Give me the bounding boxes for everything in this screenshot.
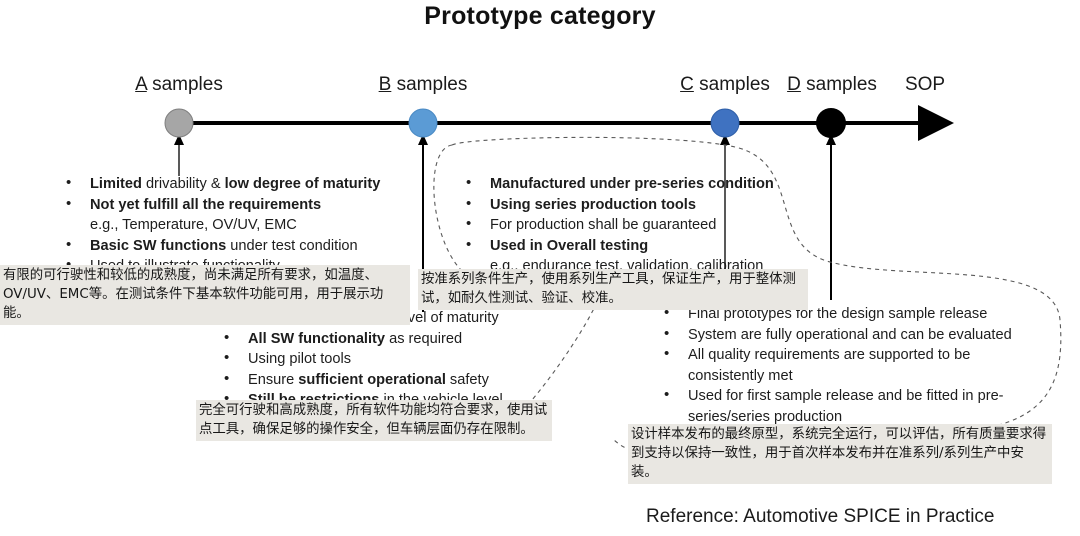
- connector-b-arrow: [418, 134, 428, 145]
- bullet-item: e.g., Temperature, OV/UV, EMC: [62, 215, 432, 236]
- milestone-text-a: samples: [146, 74, 223, 95]
- connector-c-arrow: [720, 134, 730, 145]
- bullet-item: Used in Overall testing: [462, 235, 782, 257]
- bullet-text: Using pilot tools: [248, 351, 352, 368]
- milestone-text-d: samples: [800, 74, 877, 95]
- bullet-item: Used for first sample release and be fit…: [660, 385, 1040, 427]
- bullet-text-strong: Not yet fulfill all the requirements: [90, 196, 322, 213]
- bullet-item: Final prototypes for the design sample r…: [660, 303, 1040, 325]
- bullet-text: System are fully operational and can be …: [688, 326, 1012, 343]
- bullet-list-c: Manufactured under pre-series conditionU…: [462, 173, 782, 277]
- bullet-text-strong: Manufactured under pre-series condition: [490, 176, 774, 192]
- bullet-text-strong: Limited: [90, 176, 142, 192]
- bullet-text: safety: [445, 371, 489, 388]
- translation-b-samples: 完全可行驶和高成熟度，所有软件功能均符合要求，使用试点工具，确保足够的操作安全，…: [196, 400, 552, 441]
- bullet-block-a-samples: Limited drivability & low degree of matu…: [62, 173, 432, 277]
- bullet-text-strong: All SW functionality: [248, 330, 386, 347]
- bullet-text: Used for first sample release and be fit…: [688, 388, 1004, 425]
- milestone-key-d: D: [787, 74, 801, 95]
- bullet-text: For production shall be guaranteed: [490, 217, 717, 234]
- bullet-text: Ensure: [248, 371, 299, 388]
- reference-note: Reference: Automotive SPICE in Practice: [646, 506, 995, 527]
- translation-a-samples: 有限的可行驶性和较低的成熟度，尚未满足所有要求，如温度、OV/UV、EMC等。在…: [0, 265, 410, 325]
- translation-c-samples: 按准系列条件生产，使用系列生产工具，保证生产，用于整体测试，如耐久性测试、验证、…: [418, 269, 808, 310]
- bullet-text-strong: Basic SW functions: [90, 237, 227, 254]
- milestone-key-b: B: [378, 74, 392, 95]
- bullet-item: System are fully operational and can be …: [660, 324, 1040, 346]
- page-title: Prototype category: [424, 2, 656, 30]
- milestone-key-a: A: [135, 74, 147, 95]
- bullet-list-d: Final prototypes for the design sample r…: [660, 303, 1040, 428]
- bullet-item: Using series production tools: [462, 194, 782, 216]
- bullet-text-strong: Used in Overall testing: [490, 237, 649, 254]
- milestone-marker-d: [816, 108, 846, 138]
- bullet-text-strong: low degree of maturity: [224, 176, 381, 192]
- bullet-block-c-samples: Manufactured under pre-series conditionU…: [462, 173, 782, 277]
- bullet-item: All quality requirements are supported t…: [660, 344, 1040, 386]
- bullet-list-a: Limited drivability & low degree of matu…: [62, 173, 432, 277]
- milestone-marker-a: [164, 108, 194, 138]
- bullet-item: Basic SW functions under test condition: [62, 235, 432, 257]
- bullet-item: All SW functionality as required: [220, 328, 550, 350]
- bullet-text-strong: Using series production tools: [490, 196, 696, 213]
- bullet-text: Final prototypes for the design sample r…: [688, 306, 988, 322]
- milestone-label-d[interactable]: D samples: [787, 74, 877, 96]
- bullet-text: e.g., Temperature, OV/UV, EMC: [90, 217, 297, 234]
- bullet-item: Manufactured under pre-series condition: [462, 173, 782, 195]
- milestone-text-c: samples: [693, 74, 770, 95]
- connector-d-arrow: [826, 134, 836, 145]
- bullet-text: drivability &: [141, 176, 225, 192]
- milestone-marker-c: [710, 108, 740, 138]
- bullet-item: Ensure sufficient operational safety: [220, 369, 550, 391]
- milestone-marker-b: [408, 108, 438, 138]
- bullet-item: Limited drivability & low degree of matu…: [62, 173, 432, 195]
- translation-d-samples: 设计样本发布的最终原型，系统完全运行，可以评估，所有质量要求得到支持以保持一致性…: [628, 424, 1052, 484]
- milestone-label-b[interactable]: B samples: [379, 74, 468, 96]
- connector-a-arrow: [174, 134, 184, 145]
- bullet-item: Using pilot tools: [220, 348, 550, 370]
- milestone-label-a[interactable]: A samples: [135, 74, 223, 96]
- bullet-block-d-samples: Final prototypes for the design sample r…: [660, 303, 1040, 428]
- bullet-text: under test condition: [226, 237, 358, 254]
- milestone-label-sop: SOP: [904, 74, 946, 95]
- bullet-text-strong: sufficient operational: [298, 371, 446, 388]
- milestone-text-b: samples: [391, 74, 468, 95]
- milestone-key-c: C: [680, 74, 694, 95]
- bullet-text: as required: [385, 330, 463, 347]
- bullet-item: For production shall be guaranteed: [462, 214, 782, 236]
- bullet-text: All quality requirements are supported t…: [688, 347, 971, 384]
- milestone-label-c[interactable]: C samples: [680, 74, 770, 96]
- bullet-item: Not yet fulfill all the requirements: [62, 194, 432, 216]
